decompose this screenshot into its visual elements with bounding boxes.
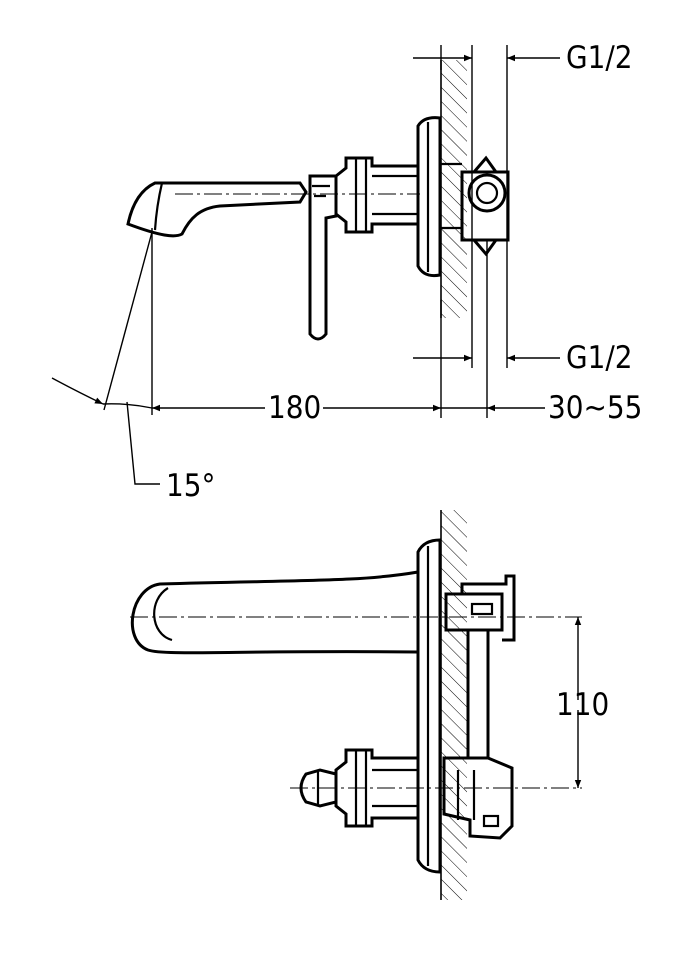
wall-depth-dimension: 30~55	[441, 390, 642, 426]
plan-view: 110	[130, 510, 609, 900]
angle-dimension: 15°	[51, 231, 215, 504]
spout-plan	[130, 570, 582, 655]
thread-dimension-top: G1/2	[413, 40, 633, 76]
handle-knob-plan	[290, 768, 582, 808]
cartridge-body-side	[334, 156, 420, 234]
thread-dimension-bottom: G1/2	[413, 340, 633, 376]
wall-depth-label: 30~55	[548, 390, 642, 426]
spout-length-dimension: 180	[152, 390, 441, 426]
side-view: G1/2 G1/2 180 30~55 15°	[51, 40, 642, 504]
valve-body-side	[440, 155, 510, 257]
handle-spacing-dimension: 110	[556, 617, 609, 788]
spout-side	[126, 181, 420, 238]
lever-handle-side	[308, 174, 338, 341]
wall-section-bottom	[440, 510, 467, 900]
valve-body-plan	[442, 574, 516, 840]
thread-label-top: G1/2	[566, 40, 633, 76]
spout-length-label: 180	[268, 390, 321, 426]
angle-label: 15°	[166, 468, 215, 504]
wall-plate-side	[416, 116, 442, 278]
thread-label-bottom: G1/2	[566, 340, 633, 376]
wall-plate-plan	[416, 538, 442, 874]
handle-spacing-label: 110	[556, 687, 609, 723]
